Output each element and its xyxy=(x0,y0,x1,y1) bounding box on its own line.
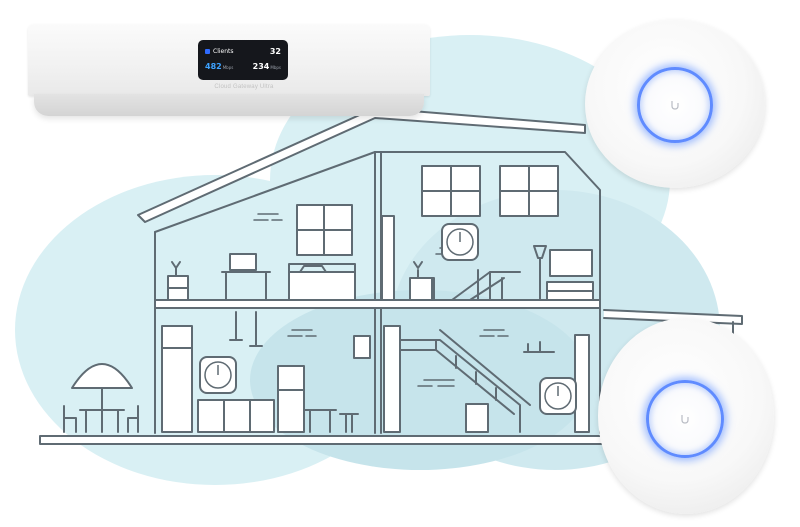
gateway-upload-value: 234 xyxy=(252,61,270,71)
bedroom-furniture xyxy=(167,253,356,301)
access-point-led-ring xyxy=(646,380,724,458)
staircase xyxy=(381,215,590,433)
gateway-download-unit: Mbps xyxy=(222,64,234,70)
patio-furniture xyxy=(63,363,139,433)
client-icon xyxy=(205,48,210,54)
access-point-bottom xyxy=(598,318,774,514)
gateway-upload-unit: Mbps xyxy=(270,64,281,70)
access-point-top xyxy=(585,20,765,188)
gateway-download-value: 482 xyxy=(205,61,222,71)
gateway-product-label: Cloud Gateway Ultra xyxy=(214,84,274,90)
wall-wifi-devices xyxy=(199,223,577,415)
gateway-bottom-casing xyxy=(34,94,424,116)
ubiquiti-logo-icon xyxy=(681,415,689,424)
gateway-clients-value: 32 xyxy=(269,46,281,56)
ubiquiti-logo-icon xyxy=(671,101,679,110)
living-furniture xyxy=(409,245,594,301)
gateway-clients-label: Clients xyxy=(213,47,234,55)
gateway-display: Clients 32 482Mbps 234Mbps xyxy=(198,40,288,80)
gateway-display-clients-row: Clients 32 xyxy=(205,44,281,58)
cloud-gateway-device: Clients 32 482Mbps 234Mbps Cloud Gateway… xyxy=(28,24,430,116)
kitchen-furniture xyxy=(161,311,359,433)
access-point-led-ring xyxy=(637,67,713,143)
gateway-display-throughput-row: 482Mbps 234Mbps xyxy=(205,59,281,73)
windows xyxy=(296,165,559,359)
